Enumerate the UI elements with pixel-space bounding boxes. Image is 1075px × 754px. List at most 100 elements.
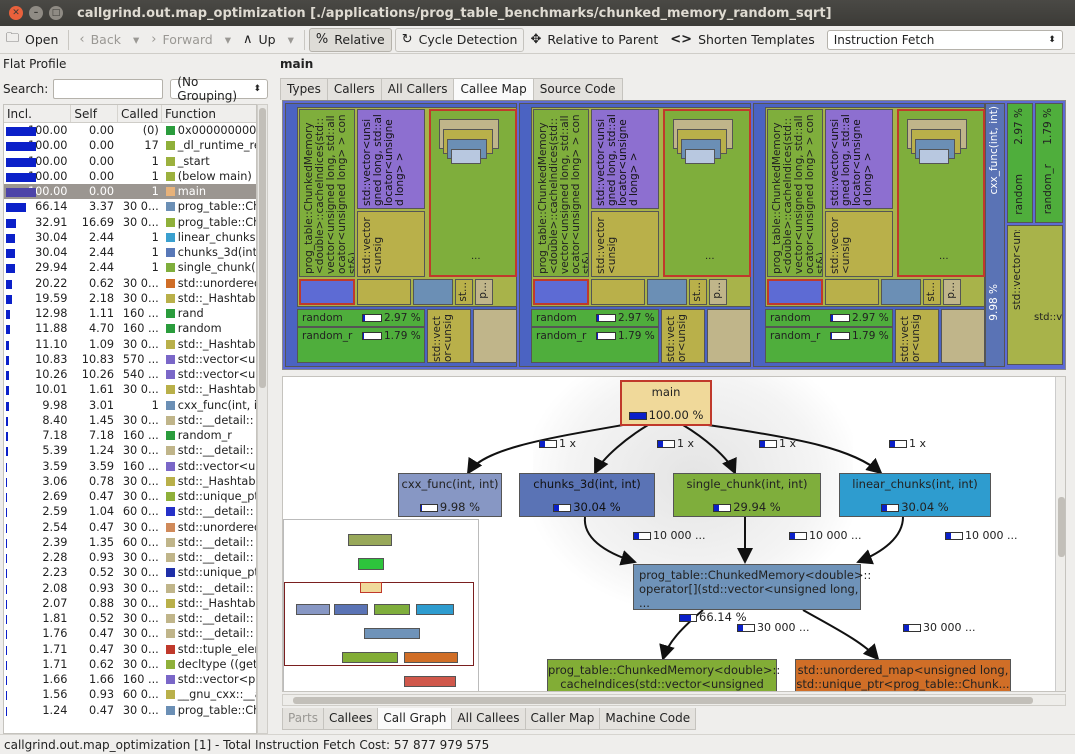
minimize-window-button[interactable]: –	[29, 6, 43, 20]
tab-call-graph[interactable]: Call Graph	[377, 708, 453, 730]
treemap-small-random[interactable]: 2.97 % random	[1007, 103, 1033, 223]
treemap-small-cell[interactable]	[825, 279, 879, 305]
treemap-nested-cell[interactable]	[685, 149, 715, 164]
treemap-small-cell[interactable]: p...	[475, 279, 493, 305]
treemap-small-cell[interactable]	[533, 279, 589, 305]
column-header-called[interactable]: Called	[118, 105, 162, 122]
treemap-vector-small[interactable]: std::vector<unsig	[895, 309, 939, 363]
back-dropdown[interactable]: ▾	[127, 28, 145, 52]
back-button[interactable]: ‹Back	[73, 28, 127, 52]
graph-node-main[interactable]: main 100.00 %	[620, 380, 712, 426]
up-button[interactable]: ∧Up	[237, 28, 282, 52]
graph-overview-minimap[interactable]	[283, 519, 479, 691]
tab-machine-code[interactable]: Machine Code	[599, 708, 697, 730]
column-header-self[interactable]: Self	[71, 105, 118, 122]
treemap-small-cell[interactable]	[357, 279, 411, 305]
treemap-nested-cell[interactable]	[451, 149, 481, 164]
graph-node-operator-index[interactable]: prog_table::ChunkedMemory<double>:: oper…	[633, 564, 871, 624]
column-header-function[interactable]: Function	[164, 107, 216, 121]
treemap-nested-block[interactable]: ...	[663, 109, 751, 277]
open-button[interactable]: 🗀Open	[0, 28, 64, 52]
graph-hscroll-thumb[interactable]	[293, 697, 1033, 704]
tab-callers[interactable]: Callers	[326, 78, 382, 100]
event-type-select[interactable]: Instruction Fetch⬍	[826, 29, 1063, 50]
treemap-vector2-block[interactable]: std::vector<unsig	[591, 211, 659, 277]
treemap-cache-label-block[interactable]: prog_table::ChunkedMemory<double>::cache…	[767, 109, 823, 277]
treemap-vector-block[interactable]: std::vector<unsigned long, std::allocato…	[591, 109, 659, 209]
treemap-cache-label-block[interactable]: prog_table::ChunkedMemory<double>::cache…	[299, 109, 355, 277]
column-header-incl[interactable]: Incl.	[4, 105, 72, 122]
treemap-vector-block[interactable]: std::vector<unsigned long, std::allocato…	[357, 109, 425, 209]
graph-node-cache-indices[interactable]: prog_table::ChunkedMemory<double>:: cach…	[547, 659, 780, 691]
treemap-small-cell[interactable]	[591, 279, 645, 305]
scrollbar-thumb[interactable]	[259, 108, 266, 388]
tab-callee-map[interactable]: Callee Map	[453, 78, 534, 100]
treemap-right-vector[interactable]: std::vector<unsigned long, std::allocat …	[1007, 225, 1063, 365]
graph-vscroll-thumb[interactable]	[1058, 497, 1065, 557]
tab-all-callees[interactable]: All Callees	[451, 708, 526, 730]
shorten-templates-toggle[interactable]: <>Shorten Templates	[664, 28, 820, 52]
treemap-small-cell[interactable]: st...	[923, 279, 941, 305]
treemap-small-cell[interactable]: p...	[943, 279, 961, 305]
treemap-vector-small[interactable]: std::vector<unsig	[427, 309, 471, 363]
treemap-nested-cell[interactable]	[919, 149, 949, 164]
table-scrollbar[interactable]	[257, 104, 268, 734]
search-input[interactable]	[53, 79, 164, 99]
treemap-vector2-block[interactable]: std::vector<unsig	[825, 211, 893, 277]
treemap-small-cell[interactable]: p...	[709, 279, 727, 305]
graph-node-single-chunk[interactable]: single_chunk(int, int) 29.94 %	[673, 473, 821, 517]
tab-callees[interactable]: Callees	[322, 708, 379, 730]
treemap-vector-small[interactable]	[941, 309, 985, 363]
graph-node-unordered-map[interactable]: std::unordered_map<unsigned long, std::u…	[795, 659, 1011, 691]
tab-parts[interactable]: Parts	[282, 708, 324, 730]
tab-source-code[interactable]: Source Code	[532, 78, 623, 100]
relative-to-parent-toggle[interactable]: ✥Relative to Parent	[524, 28, 664, 52]
graph-vscroll[interactable]	[1055, 377, 1065, 691]
treemap-cxx-func[interactable]: cxx_func(int, int) 9.98 %	[985, 103, 1005, 367]
treemap-small-cell[interactable]	[299, 279, 355, 305]
treemap-vector-small[interactable]: std::vector<unsig	[661, 309, 705, 363]
graph-node-chunks-3d[interactable]: chunks_3d(int, int) 30.04 %	[519, 473, 655, 517]
treemap-small-cell[interactable]: st...	[689, 279, 707, 305]
cycle-detection-toggle[interactable]: ↻Cycle Detection	[394, 27, 525, 52]
splitter-handle[interactable]	[270, 54, 278, 734]
tab-all-callers[interactable]: All Callers	[380, 78, 455, 100]
relative-toggle[interactable]: %Relative	[308, 27, 392, 52]
treemap-vector2-block[interactable]: std::vector<unsig	[357, 211, 425, 277]
up-dropdown[interactable]: ▾	[282, 28, 300, 52]
